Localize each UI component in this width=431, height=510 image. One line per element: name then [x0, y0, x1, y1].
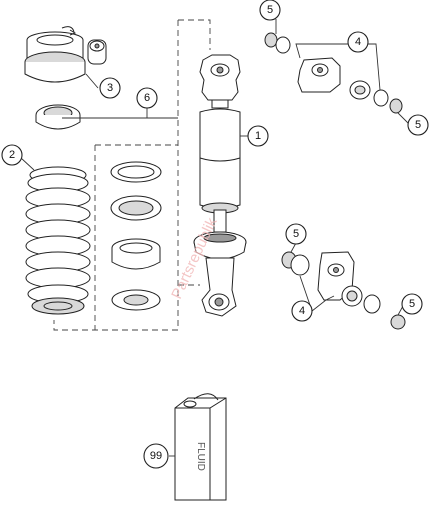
callout-6: 6 — [136, 87, 158, 109]
callout-5-bottom-left: 5 — [285, 223, 307, 245]
top-cap-part — [24, 26, 107, 83]
coil-spring-part — [25, 166, 91, 315]
svg-text:4: 4 — [355, 36, 361, 48]
svg-text:6: 6 — [144, 92, 150, 104]
callout-5-top-left: 5 — [259, 0, 281, 21]
callout-4-upper: 4 — [347, 31, 369, 53]
svg-text:5: 5 — [293, 228, 299, 240]
svg-text:3: 3 — [107, 82, 113, 94]
callout-1: 1 — [247, 125, 269, 147]
svg-text:5: 5 — [267, 4, 273, 16]
callout-4-lower: 4 — [291, 300, 313, 322]
callout-3: 3 — [99, 77, 121, 99]
svg-text:4: 4 — [299, 305, 305, 317]
fluid-can-part: FLUID — [174, 393, 227, 501]
callout-2: 2 — [1, 144, 23, 166]
callout-5-top-right: 5 — [407, 114, 429, 136]
svg-text:99: 99 — [150, 450, 162, 462]
spring-seat-part — [35, 104, 81, 130]
assembly-dashed-lines — [53, 19, 211, 331]
svg-text:5: 5 — [415, 119, 421, 131]
shock-absorber-part — [193, 54, 247, 317]
fluid-can-label: FLUID — [195, 442, 206, 471]
svg-text:1: 1 — [255, 130, 261, 142]
svg-text:5: 5 — [409, 298, 415, 310]
lower-bushing-kit-part — [281, 251, 406, 330]
upper-bushing-kit-part — [264, 32, 403, 114]
callout-5-bottom-right: 5 — [401, 293, 423, 315]
callout-99: 99 — [143, 443, 169, 469]
washer-stack-part — [110, 161, 162, 311]
svg-text:2: 2 — [9, 149, 15, 161]
